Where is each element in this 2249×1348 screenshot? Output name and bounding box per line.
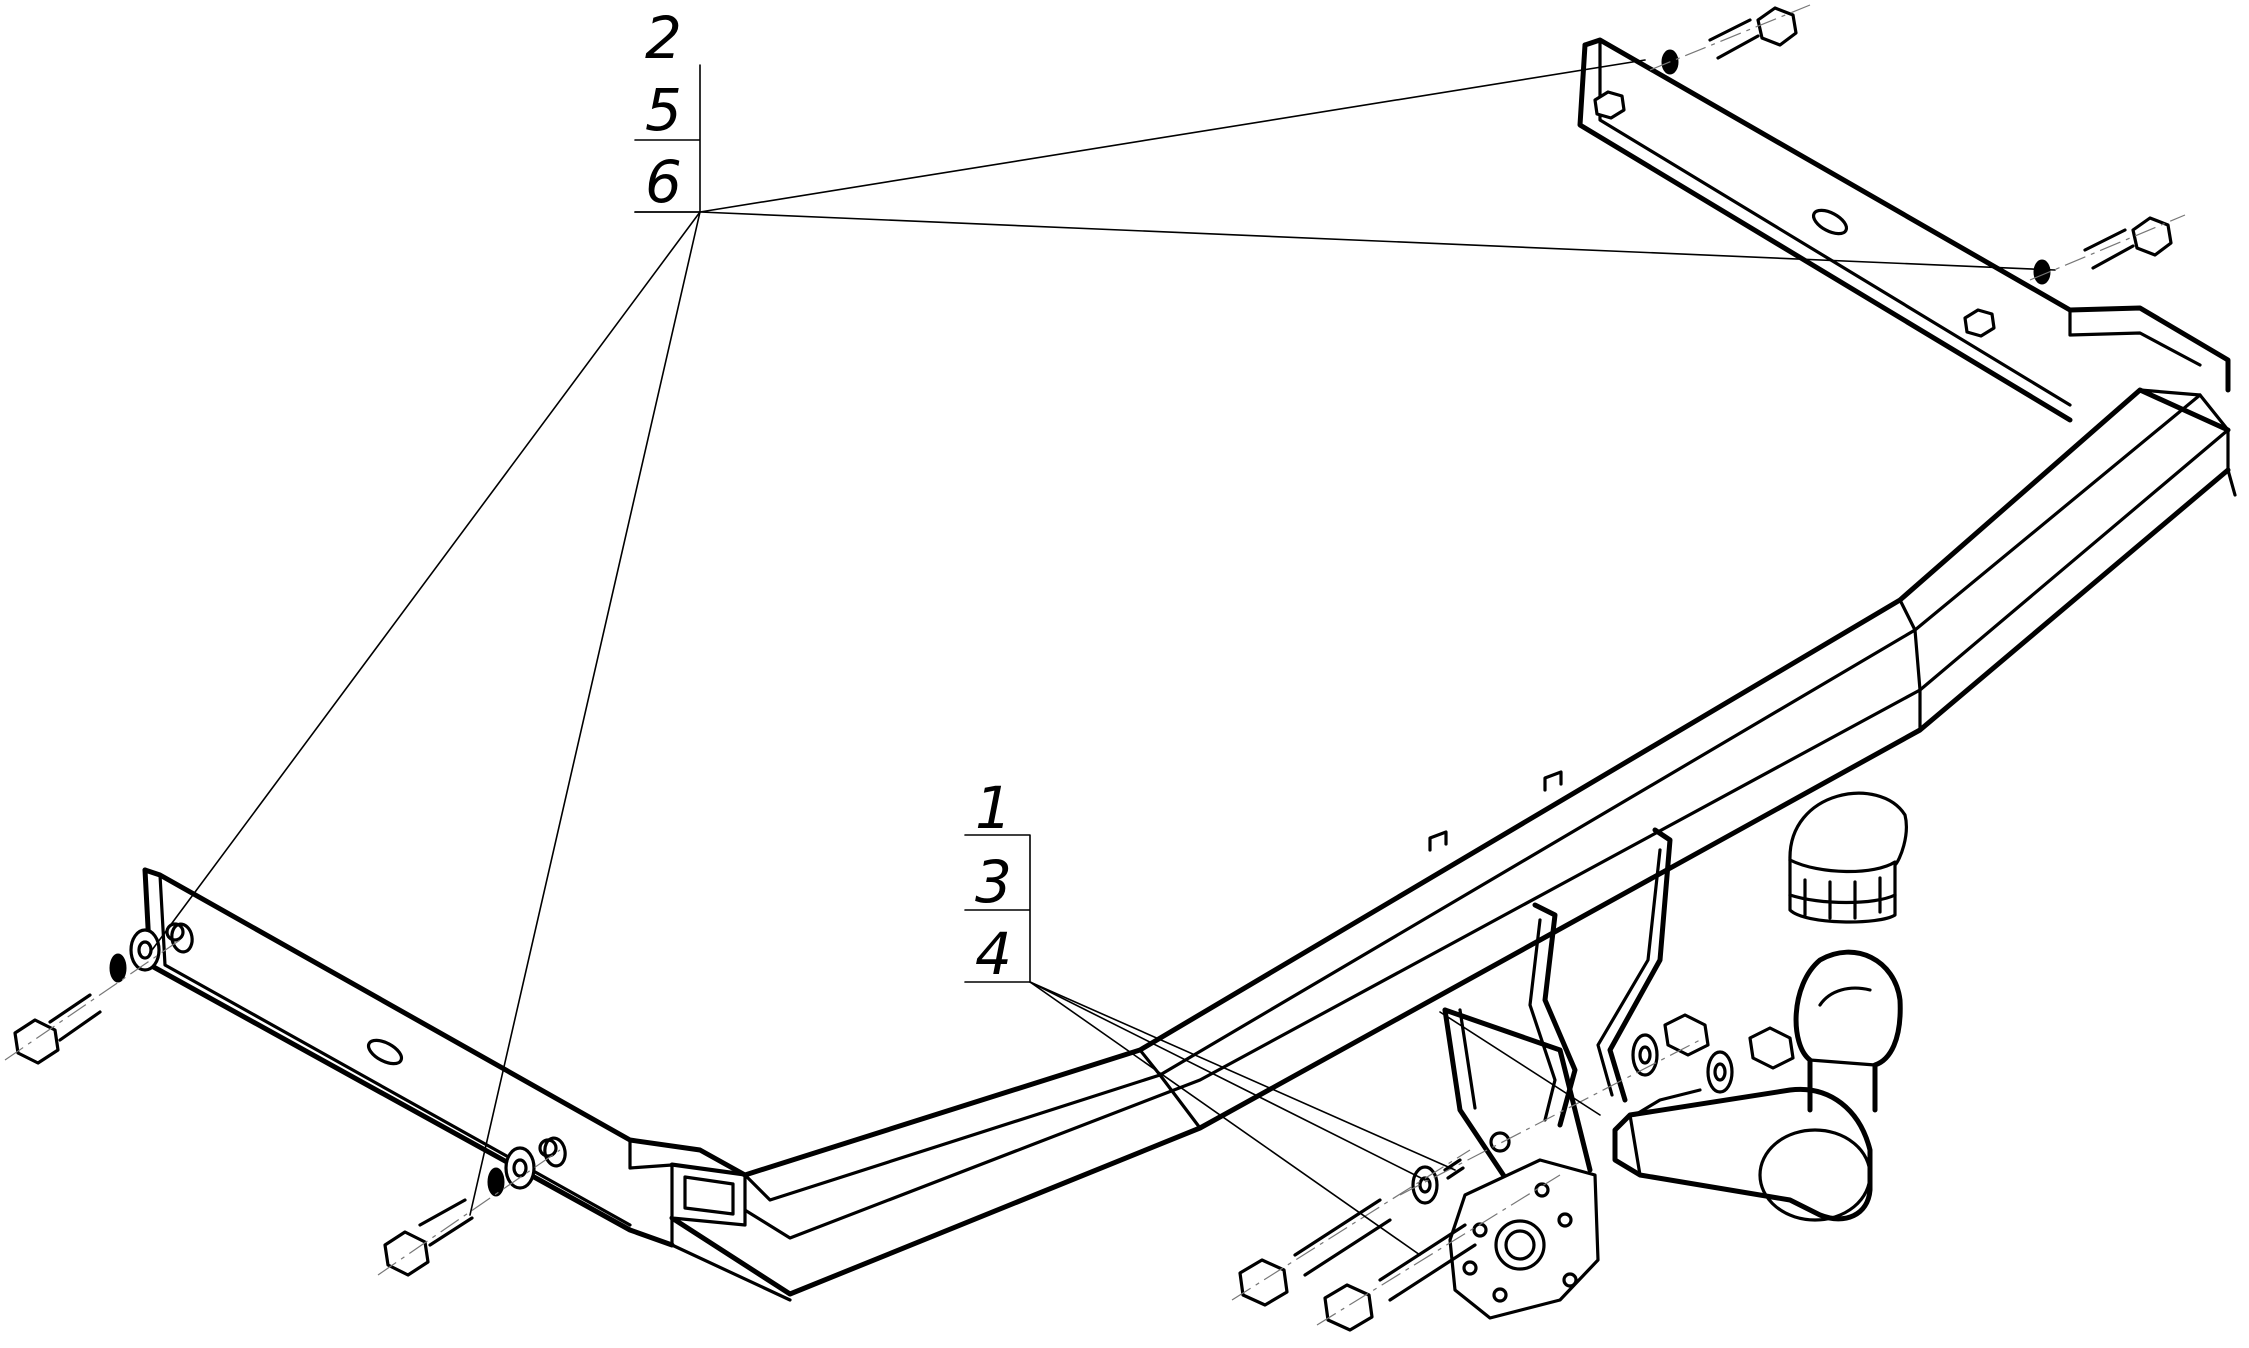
bolt-right-1 [1649, 4, 1811, 71]
ball-cap [1788, 791, 1908, 924]
lock-washer-left-2 [487, 1167, 505, 1197]
bolt-right-2 [2029, 214, 2186, 281]
bolt-left-2 [377, 1149, 561, 1277]
callout-group-lower: 1 3 4 [964, 774, 1031, 988]
washer-left-2 [504, 1146, 536, 1190]
callout-group-upper: 2 5 6 [634, 4, 701, 216]
callout-label-6: 6 [645, 148, 682, 216]
callout-label-5: 5 [645, 76, 682, 144]
left-side-bracket [142, 867, 748, 1248]
lock-washer-left-1 [109, 953, 127, 983]
bolts [4, 4, 2186, 1332]
callout-label-3: 3 [975, 848, 1012, 916]
callout-leaders [151, 59, 2056, 1256]
washer-3 [1411, 1165, 1439, 1205]
callout-label-4: 4 [975, 920, 1012, 988]
washer-1 [1631, 1033, 1659, 1077]
socket-screw [1443, 1158, 1465, 1180]
fasteners [109, 49, 2051, 1205]
tow-ball-neck [1612, 1086, 1873, 1222]
bolt-left-1 [4, 939, 181, 1065]
tow-ball [1793, 949, 1903, 1113]
nut-1 [1663, 1013, 1710, 1057]
callout-label-1: 1 [975, 774, 1012, 842]
washer-left-1 [129, 928, 161, 972]
bolt-hook-1 [1231, 1149, 1471, 1307]
bolt-hook-2 [1316, 1174, 1561, 1332]
right-side-bracket [1577, 37, 2231, 423]
tow-hook-mount [1442, 827, 1673, 1320]
washer-2 [1706, 1050, 1734, 1094]
callout-label-2: 2 [645, 4, 682, 72]
nut-2 [1748, 1026, 1795, 1070]
